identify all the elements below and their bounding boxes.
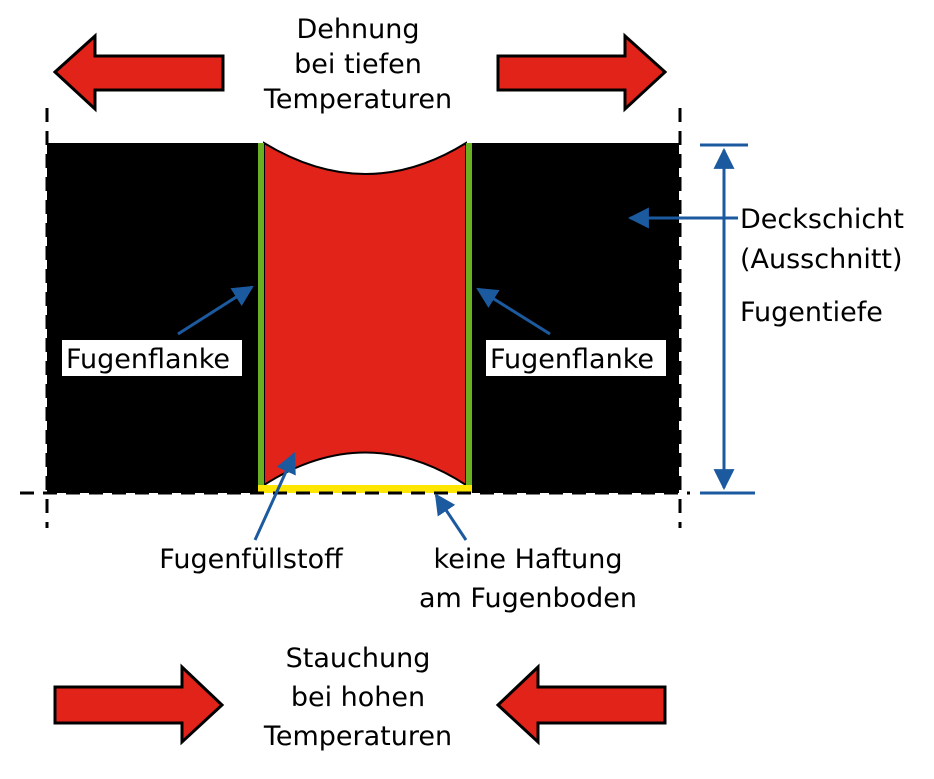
joint-flank-right-line xyxy=(466,143,472,493)
flank-label-left-bg xyxy=(62,340,242,376)
expansion-label-line1: Dehnung xyxy=(297,14,420,45)
compression-arrow-right xyxy=(495,663,667,746)
flank-right-pointer xyxy=(476,287,551,336)
joint-flank-right-label: Fugenflanke xyxy=(490,344,654,375)
pavement-block-left xyxy=(47,143,259,493)
no-adhesion-label-line2: am Fugenboden xyxy=(419,583,637,614)
flank-left-pointer xyxy=(177,285,254,336)
pavement-block-right xyxy=(472,143,679,493)
compression-label-line1: Stauchung xyxy=(286,643,431,674)
expansion-arrow-right xyxy=(496,32,668,113)
filler-pointer xyxy=(253,452,296,541)
joint-depth-label: Fugentiefe xyxy=(740,297,883,328)
joint-filler xyxy=(263,141,467,487)
compression-label-line3: Temperaturen xyxy=(263,721,452,752)
no-adhesion-pointer xyxy=(434,493,468,541)
expansion-label-line2: bei tiefen xyxy=(294,49,422,80)
expansion-label-line3: Temperaturen xyxy=(263,84,452,115)
cover-layer-label-line2: (Ausschnitt) xyxy=(740,244,903,275)
cover-layer-label-line1: Deckschicht xyxy=(740,204,904,235)
joint-flank-left-line xyxy=(258,143,264,493)
joint-filler-label: Fugenfüllstoff xyxy=(159,544,344,575)
joint-flank-left-label: Fugenflanke xyxy=(66,344,230,375)
no-adhesion-label-line1: keine Haftung xyxy=(434,544,623,575)
joint-base-no-adhesion xyxy=(258,485,472,493)
expansion-arrow-left xyxy=(52,32,225,113)
compression-arrow-left xyxy=(53,663,225,746)
compression-label-line2: bei hohen xyxy=(291,682,425,713)
flank-label-right-bg xyxy=(486,340,666,376)
